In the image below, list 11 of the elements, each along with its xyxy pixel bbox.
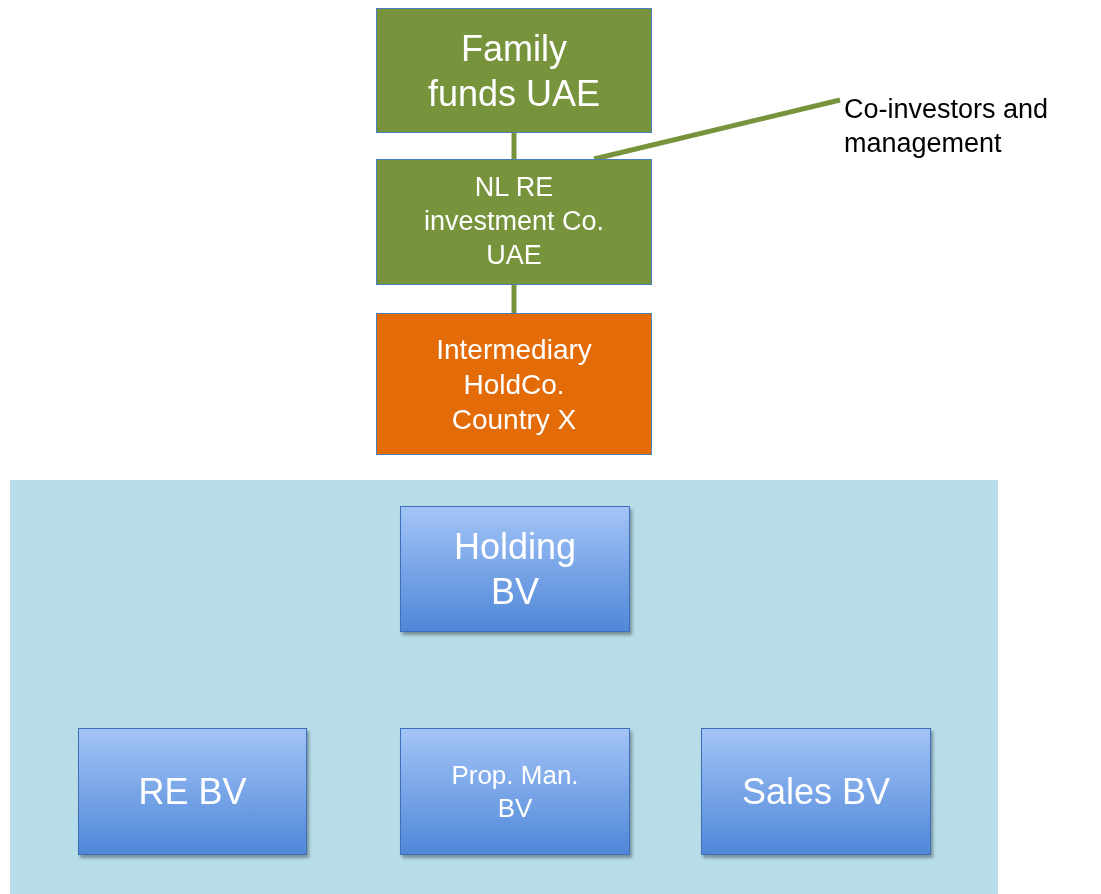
- connector-line: [511, 285, 517, 313]
- entity-box: Holding BV: [400, 506, 630, 632]
- connector-line: [511, 133, 517, 159]
- note-text: Co-investors and management: [840, 82, 1098, 172]
- entity-box: Prop. Man. BV: [400, 728, 630, 855]
- entity-box: NL RE investment Co. UAE: [376, 159, 652, 285]
- holding-box: Intermediary HoldCo. Country X: [376, 313, 652, 455]
- entity-box: RE BV: [78, 728, 307, 855]
- group-band: [10, 480, 998, 894]
- entity-box: Sales BV: [701, 728, 931, 855]
- entity-box: Family funds UAE: [376, 8, 652, 133]
